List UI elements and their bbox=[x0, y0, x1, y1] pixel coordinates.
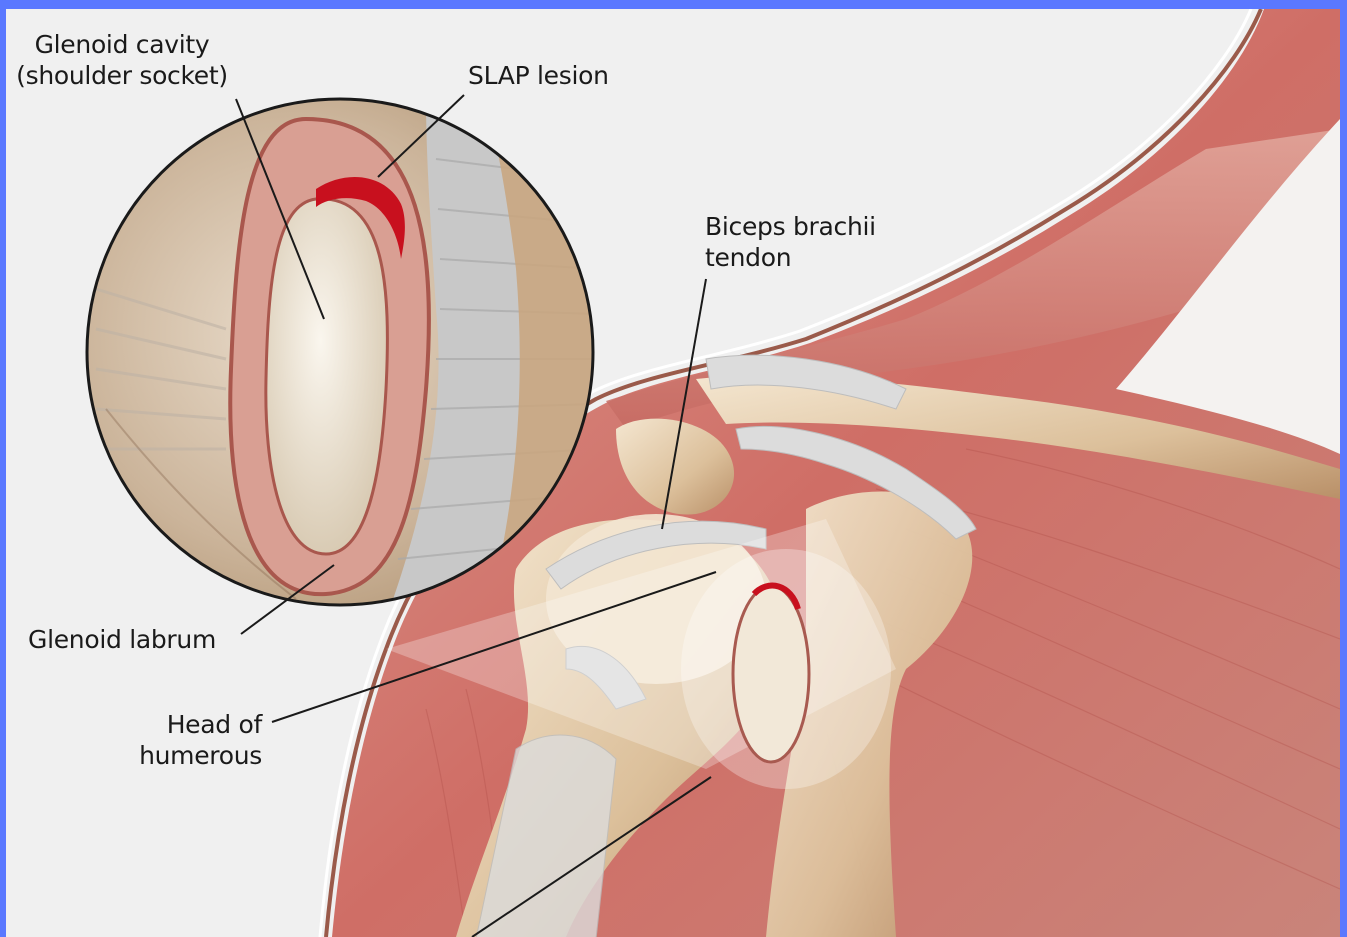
label-biceps-tendon: Biceps brachii tendon bbox=[705, 211, 876, 273]
label-head-of-humerus: Head of humerous bbox=[122, 709, 262, 771]
label-slap-lesion: SLAP lesion bbox=[468, 60, 609, 91]
label-glenoid-cavity: Glenoid cavity (shoulder socket) bbox=[8, 29, 236, 91]
label-glenoid-labrum: Glenoid labrum bbox=[28, 624, 216, 655]
shoulder-illustration bbox=[6, 9, 1340, 937]
anatomy-figure: Glenoid cavity (shoulder socket) SLAP le… bbox=[6, 9, 1340, 937]
glenoid-cavity bbox=[266, 199, 388, 554]
small-glenoid bbox=[733, 586, 809, 762]
